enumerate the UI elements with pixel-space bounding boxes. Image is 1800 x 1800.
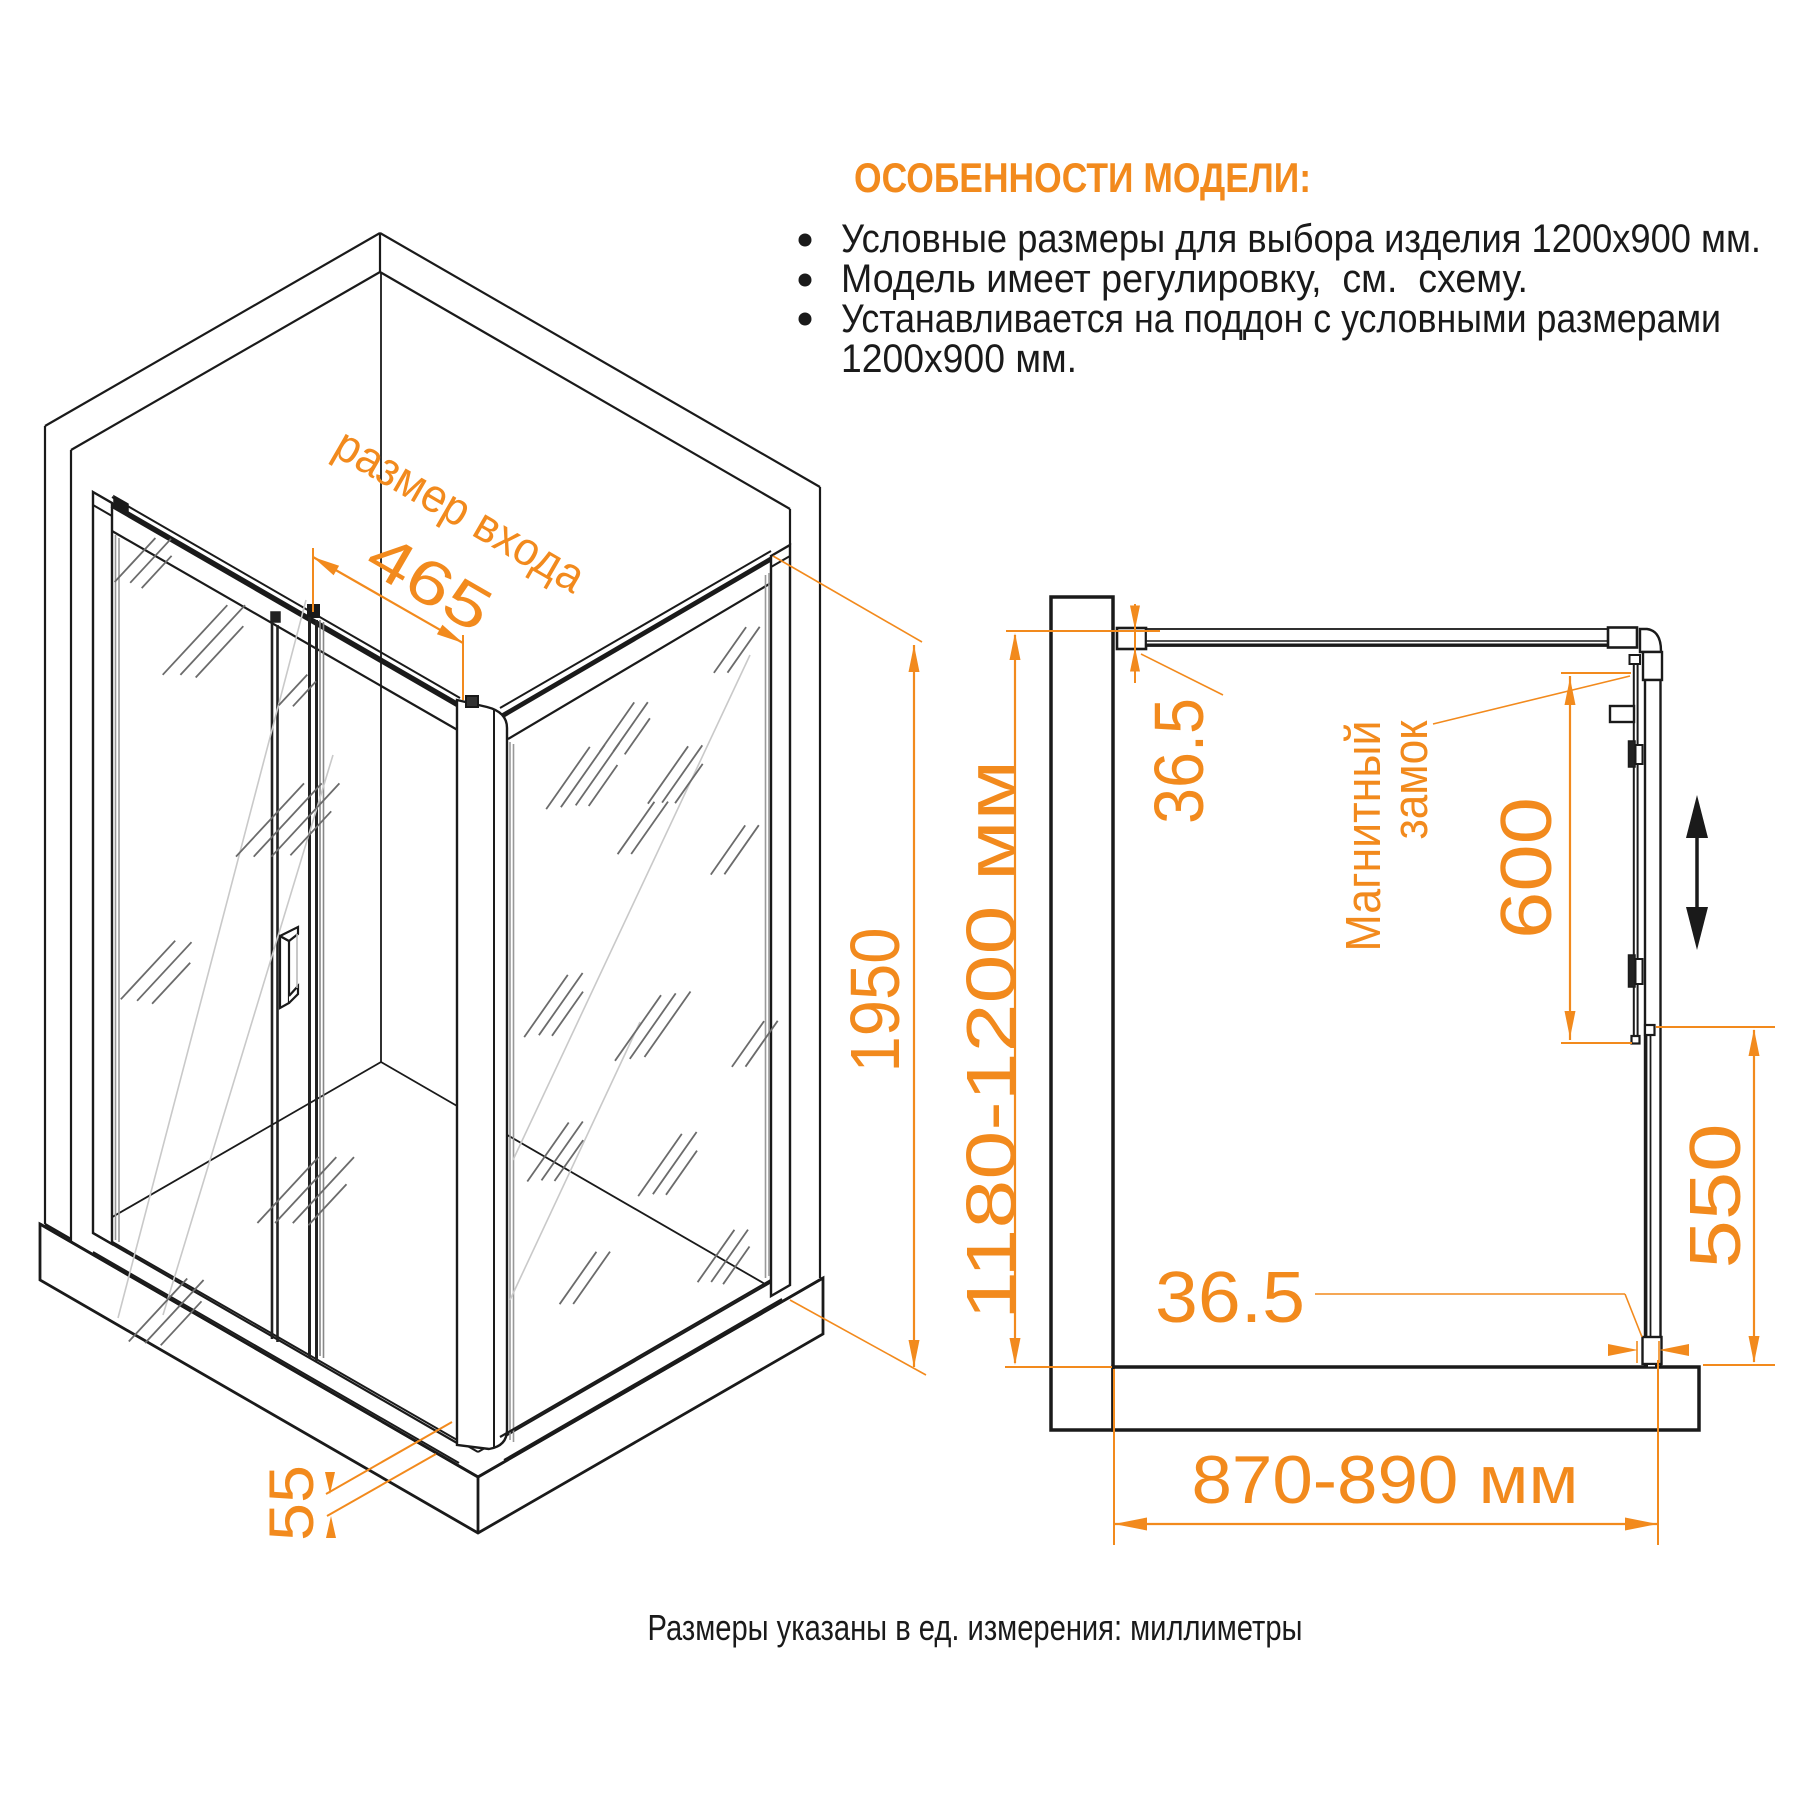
svg-text:1180-1200 мм: 1180-1200 мм — [952, 760, 1030, 1320]
svg-text:550: 550 — [1676, 1124, 1756, 1269]
svg-text:1200х900 мм.: 1200х900 мм. — [841, 337, 1077, 381]
svg-text:Размеры указаны в ед. измерени: Размеры указаны в ед. измерения: миллиме… — [648, 1607, 1303, 1648]
svg-text:Устанавливается на поддон с ус: Устанавливается на поддон с условными ра… — [841, 297, 1721, 341]
svg-text:55: 55 — [257, 1465, 327, 1541]
svg-text:1950: 1950 — [836, 928, 914, 1073]
svg-text:600: 600 — [1487, 797, 1567, 939]
svg-text:36.5: 36.5 — [1140, 698, 1218, 824]
svg-text:замок: замок — [1384, 720, 1438, 839]
svg-text:870-890 мм: 870-890 мм — [1192, 1442, 1579, 1518]
svg-text:Магнитный: Магнитный — [1337, 721, 1391, 952]
svg-text:36.5: 36.5 — [1155, 1258, 1305, 1338]
svg-text:ОСОБЕННОСТИ МОДЕЛИ:: ОСОБЕННОСТИ МОДЕЛИ: — [854, 154, 1311, 201]
svg-text:Условные размеры для выбора из: Условные размеры для выбора изделия 1200… — [841, 217, 1761, 261]
svg-text:Модель имеет регулировку, см.: Модель имеет регулировку, см. схему. — [841, 257, 1528, 301]
